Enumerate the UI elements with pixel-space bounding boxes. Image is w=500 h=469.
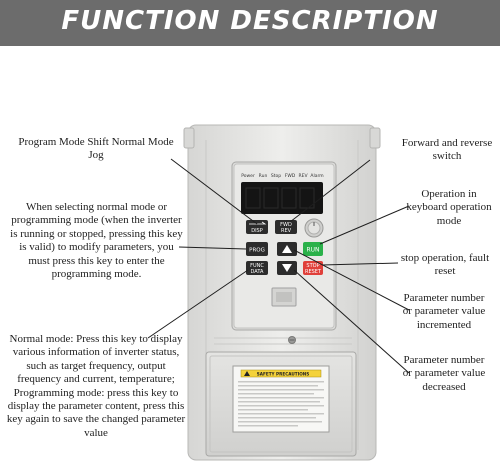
callout-line-prog [178, 246, 247, 250]
arrow-down-icon [282, 264, 292, 272]
arrow-up-icon [282, 245, 292, 253]
vent-lines [214, 337, 352, 345]
fwd-rev-button[interactable]: FWD REV [275, 220, 297, 234]
indicator-power: Power [241, 173, 255, 179]
callout-line-down [293, 269, 410, 374]
label-prog-key: When selecting normal mode or programmin… [10, 201, 183, 281]
callout-line-disp [170, 158, 258, 225]
svg-text:PROG: PROG [249, 248, 265, 254]
screw-icon [288, 336, 296, 344]
stop-reset-button[interactable]: STOP RESET [303, 261, 323, 275]
callout-line-up [293, 249, 410, 311]
callout-line-stop [321, 262, 399, 266]
led-display [241, 182, 323, 214]
svg-text:STOP: STOP [306, 263, 319, 269]
indicator-fwd: FWD [285, 173, 296, 179]
safety-label: SAFETY PRECAUTIONS [232, 365, 330, 433]
label-up-key: Parameter number or parameter value incr… [402, 292, 486, 331]
svg-text:FUNC: FUNC [250, 263, 264, 269]
callout-lines [147, 158, 410, 374]
label-func-data-key: Normal mode: Press this key to display v… [6, 333, 186, 439]
label-program-mode-shift: Program Mode Shift Normal Mode Jog [18, 136, 174, 162]
svg-text:DATA: DATA [251, 269, 264, 275]
indicator-run: Run [259, 173, 268, 179]
safety-text-lines [238, 381, 324, 427]
title-banner [0, 0, 500, 46]
callout-line-fwd-rev [289, 159, 371, 223]
label-run-key: Operation in keyboard operation mode [406, 188, 492, 227]
callout-line-run [319, 205, 410, 245]
svg-text:RESET: RESET [305, 269, 322, 275]
indicator-stop: Stop [271, 173, 281, 179]
down-button[interactable] [277, 261, 297, 275]
up-button[interactable] [277, 242, 297, 256]
speed-knob-icon[interactable] [304, 218, 324, 238]
label-down-key: Parameter number or parameter value decr… [402, 354, 486, 393]
keypad-connector-slot [271, 287, 297, 307]
disp-button[interactable]: DISP [246, 220, 268, 234]
svg-text:RUN: RUN [306, 247, 319, 254]
warning-icon [244, 371, 250, 376]
indicator-rev: REV [298, 173, 308, 179]
run-button[interactable]: RUN [303, 242, 323, 256]
svg-text:SAFETY PRECAUTIONS: SAFETY PRECAUTIONS [257, 372, 310, 377]
prog-button[interactable]: PROG [246, 242, 268, 256]
page-title: FUNCTION DESCRIPTION [61, 6, 439, 36]
indicator-alarm: Alarm [310, 173, 323, 179]
svg-text:FWD: FWD [280, 222, 292, 228]
status-indicators: Power Run Stop FWD REV Alarm [241, 173, 323, 179]
svg-text:REV: REV [281, 228, 292, 234]
func-data-button[interactable]: FUNC DATA [246, 261, 268, 275]
callout-line-func-data [147, 269, 249, 339]
svg-text:DISP: DISP [251, 228, 263, 234]
label-fwd-rev: Forward and reverse switch [401, 137, 493, 163]
label-stop-key: stop operation, fault reset [400, 252, 490, 278]
